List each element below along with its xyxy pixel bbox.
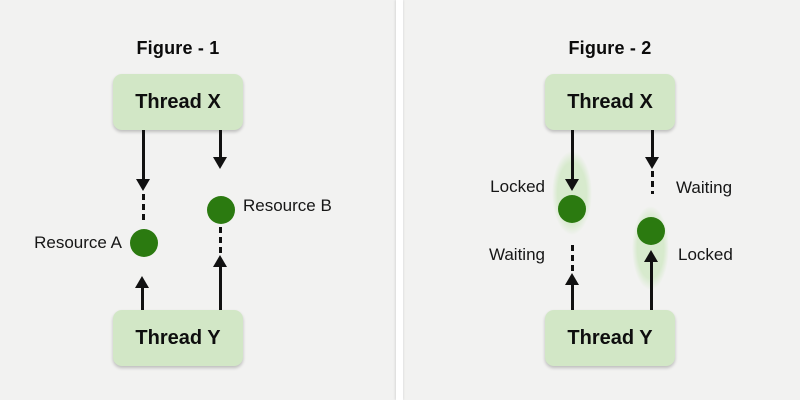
figure2-locked-right-label: Locked bbox=[678, 245, 733, 264]
figure1-thread-x-box: Thread X bbox=[113, 74, 243, 130]
arrow-dashed-line bbox=[570, 245, 574, 271]
resource-a-dot bbox=[130, 229, 158, 257]
arrow-line bbox=[570, 285, 574, 310]
figure1-resource-b-label: Resource B bbox=[243, 196, 332, 215]
figure2-thread-x-label: Thread X bbox=[567, 90, 653, 113]
figure2-thread-y-box: Thread Y bbox=[545, 310, 675, 366]
figure1-thread-y-box: Thread Y bbox=[113, 310, 243, 366]
arrowhead-up-icon bbox=[565, 273, 579, 285]
resource-b-dot bbox=[207, 196, 235, 224]
figure1-title: Figure - 1 bbox=[136, 38, 220, 58]
figure2-thread-x-box: Thread X bbox=[545, 74, 675, 130]
arrow-dashed-line bbox=[218, 227, 222, 253]
figure2-thread-y-label: Thread Y bbox=[567, 326, 653, 349]
figure1-resource-a-label: Resource A bbox=[34, 233, 122, 252]
arrow-line bbox=[650, 130, 654, 157]
figure1-thread-x-label: Thread X bbox=[135, 90, 221, 113]
arrowhead-down-icon bbox=[213, 157, 227, 169]
arrowhead-down-icon bbox=[645, 157, 659, 169]
figure2-waiting-right-label: Waiting bbox=[676, 178, 733, 197]
figure2-right-resource-dot bbox=[637, 217, 665, 245]
figure2-left-resource-dot bbox=[558, 195, 586, 223]
arrow-dashed-line bbox=[141, 194, 145, 220]
figure2-title: Figure - 2 bbox=[568, 38, 652, 58]
arrow-line bbox=[649, 262, 653, 310]
arrow-line bbox=[218, 130, 222, 157]
arrow-line bbox=[570, 130, 574, 179]
arrow-line bbox=[140, 288, 144, 310]
arrowhead-up-icon bbox=[135, 276, 149, 288]
panel-divider bbox=[396, 0, 403, 400]
arrow-line bbox=[218, 267, 222, 310]
arrowhead-down-icon bbox=[136, 179, 150, 191]
figure1-thread-y-label: Thread Y bbox=[135, 326, 221, 349]
figure2-locked-left-label: Locked bbox=[490, 177, 545, 196]
arrowhead-up-icon bbox=[213, 255, 227, 267]
arrow-dashed-line bbox=[650, 171, 654, 194]
arrowhead-down-icon bbox=[565, 179, 579, 191]
figure2-waiting-left-label: Waiting bbox=[488, 245, 545, 264]
arrowhead-up-icon bbox=[644, 250, 658, 262]
arrow-line bbox=[141, 130, 145, 179]
